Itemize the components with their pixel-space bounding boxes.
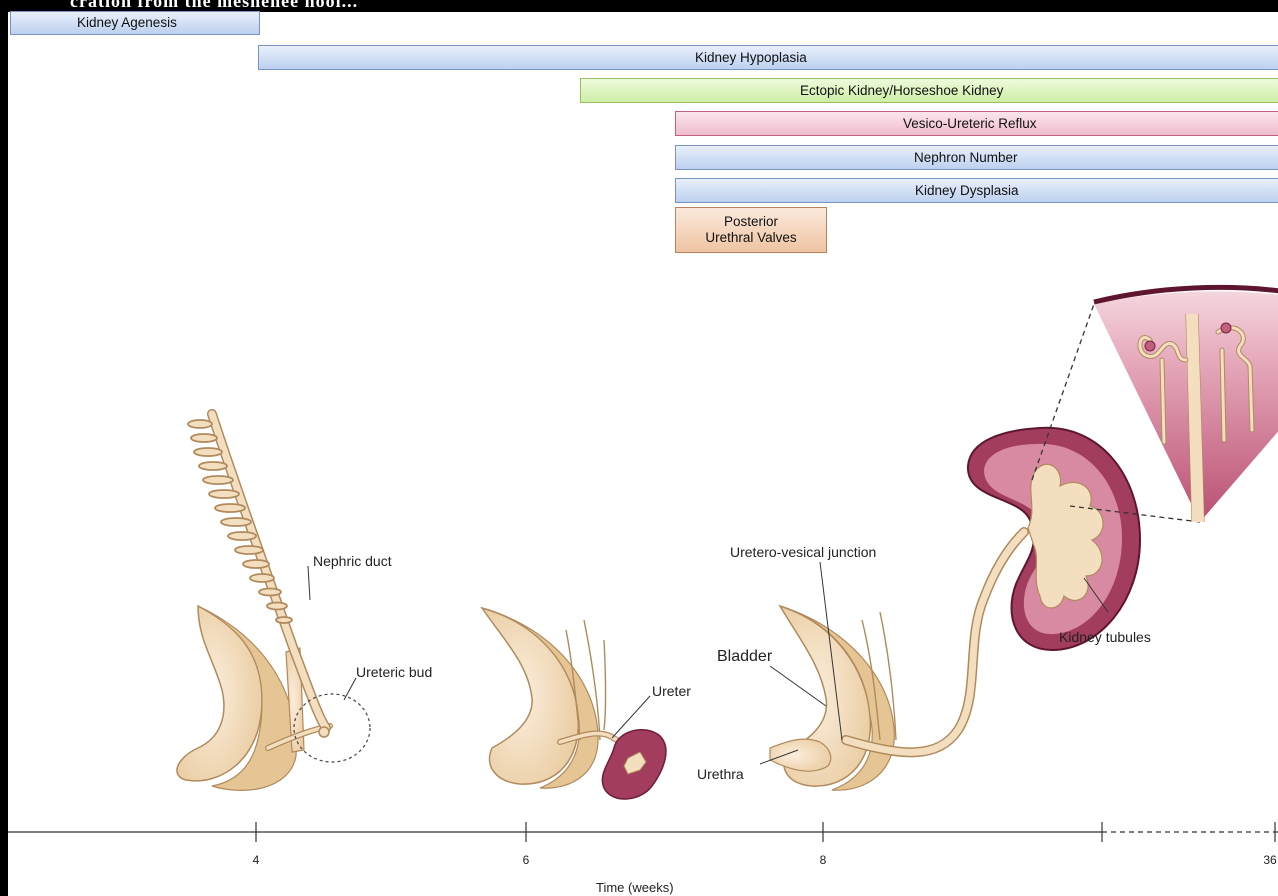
label-urethra: Urethra — [697, 766, 744, 782]
label-kidney-tubules: Kidney tubules — [1059, 629, 1151, 645]
stage-week8-bladder — [770, 532, 1024, 790]
label-nephric-duct: Nephric duct — [313, 553, 392, 569]
label-uretero-vesical-junction: Uretero-vesical junction — [730, 544, 876, 560]
axis-title: Time (weeks) — [596, 880, 674, 895]
tick-label-4: 4 — [253, 853, 260, 867]
kidney-week8 — [968, 428, 1140, 650]
tick-label-36: 36 — [1263, 853, 1276, 867]
label-ureteric-bud: Ureteric bud — [356, 664, 432, 680]
tick-label-8: 8 — [820, 853, 827, 867]
tick-label-6: 6 — [523, 853, 530, 867]
label-ureter: Ureter — [652, 683, 691, 699]
label-bladder: Bladder — [717, 648, 772, 666]
time-axis — [8, 822, 1278, 842]
